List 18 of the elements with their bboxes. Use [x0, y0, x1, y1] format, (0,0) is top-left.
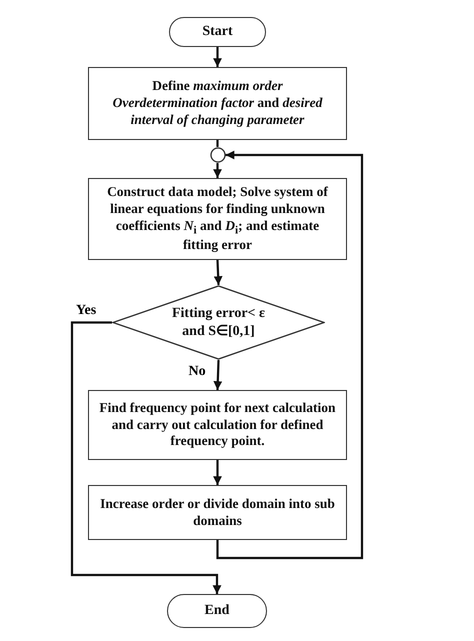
arrow	[213, 47, 222, 67]
terminal-label: End	[204, 602, 230, 620]
terminal-label: Start	[202, 23, 233, 41]
process-box	[88, 178, 347, 260]
arrow	[216, 150, 364, 560]
step-text: Find frequency point for next calculation and carry out calculation for defined frequency point.	[99, 400, 336, 450]
arrow	[213, 360, 222, 390]
arrow	[70, 321, 222, 594]
process-box	[88, 390, 347, 460]
step-text: Define maximum order Overdetermination factor and desired interval of changing parameter	[112, 78, 324, 129]
arrow	[213, 163, 222, 178]
step-text: Increase order or divide domain into sub domains	[99, 496, 336, 530]
process-box	[88, 67, 347, 140]
process-box	[88, 485, 347, 540]
condition-text: Fitting error< ε and S∈[0,1]	[170, 305, 266, 340]
arrow	[213, 460, 222, 485]
arrow	[214, 260, 223, 286]
step-text: Construct data model; Solve system of linear equations for finding unknown coefficients N$_{i}$ and D$_{i}$; and estimate fitting error	[106, 184, 329, 254]
